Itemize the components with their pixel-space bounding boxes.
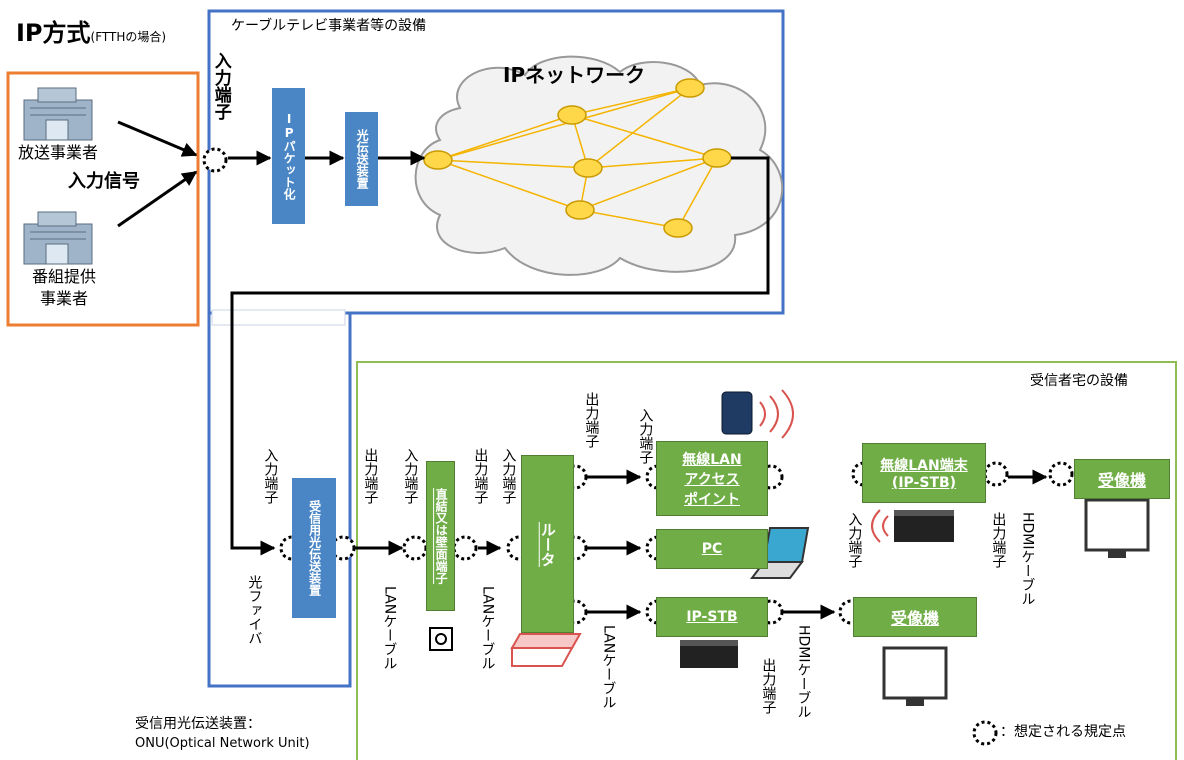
broadcaster-building-icon [23,87,93,141]
hdmi-cable-label-2: HDMIケーブル [1019,512,1036,606]
receiver-facility-label: 受信者宅の設備 [1030,373,1128,389]
receiver-facility-frame [356,361,1177,760]
stb-icon [680,640,738,668]
onu-note-full: ONU(Optical Network Unit) [135,736,310,751]
lan-cable-label-2: LANケーブル [479,586,496,671]
input-signal-label: 入力信号 [68,171,140,192]
router-box: ルータ [521,455,574,633]
optical-tx-box: 光伝送装置 [345,112,378,206]
broadcaster-label: 放送事業者 [18,143,99,162]
pc-box: PC [656,529,768,569]
lan-cable-label-3: LANケーブル [600,625,617,710]
wlan-input-label: 入力端子 [846,512,863,568]
optical-fiber-line [230,156,770,556]
fiber-label: 光ファイバ [246,575,263,645]
ap-input-label: 入力端子 [637,408,654,464]
tv-box-right: 受像機 [1074,459,1170,499]
onu-output-label: 出力端子 [362,448,379,504]
wlan-terminal-box: 無線LAN端末 (IP-STB) [862,443,986,503]
page-title: IP方式(FTTHの場合) [16,19,167,47]
onu-input-label: 入力端子 [262,448,279,504]
lan-cable-label-1: LANケーブル [381,586,398,671]
ipstb-output-label: 出力端子 [760,658,777,714]
wall-socket-icon [429,627,453,651]
program-provider-building-icon [23,211,93,265]
cable-frame-gap [211,309,346,326]
router-output-label: 出力端子 [583,392,600,448]
tv-icon-right [1084,498,1150,558]
tv-icon-bottom [882,646,948,706]
wall-output-label: 出力端子 [472,448,489,504]
hdmi-cable-label-1: HDMIケーブル [795,625,812,719]
onu-note-label: 受信用光伝送装置： [135,716,261,732]
tv-box-bottom: 受像機 [853,597,977,637]
cable-input-terminal-label: 入力端子 [210,52,231,120]
wall-terminal-box: 直結又は壁面端子 [426,461,455,611]
wireless-ap-box: 無線LAN アクセス ポイント [656,441,768,516]
stb-wireless-icon [871,509,954,543]
source-frame [6,71,200,327]
cable-facility-lower-frame [207,313,352,688]
arrow-broadcaster [117,120,198,157]
wall-input-label: 入力端子 [402,448,419,504]
legend-label: ：想定される規定点 [1000,724,1126,740]
ipstb-box: IP-STB [656,597,768,637]
onu-box: 受信用光伝送装置 [292,478,336,618]
ip-packetize-box: IPパケット化 [272,88,305,224]
wlan-output-label: 出力端子 [990,512,1007,568]
router-input-label: 入力端子 [500,448,517,504]
wireless-router-icon [721,389,794,439]
program-provider-label-1: 番組提供 [32,267,97,286]
ip-network-label: IPネットワーク [503,63,646,87]
program-provider-label-2: 事業者 [40,289,89,308]
arrow-provider [117,170,198,228]
cable-facility-label: ケーブルテレビ事業者等の設備 [231,18,427,34]
switch-icon [510,633,582,667]
